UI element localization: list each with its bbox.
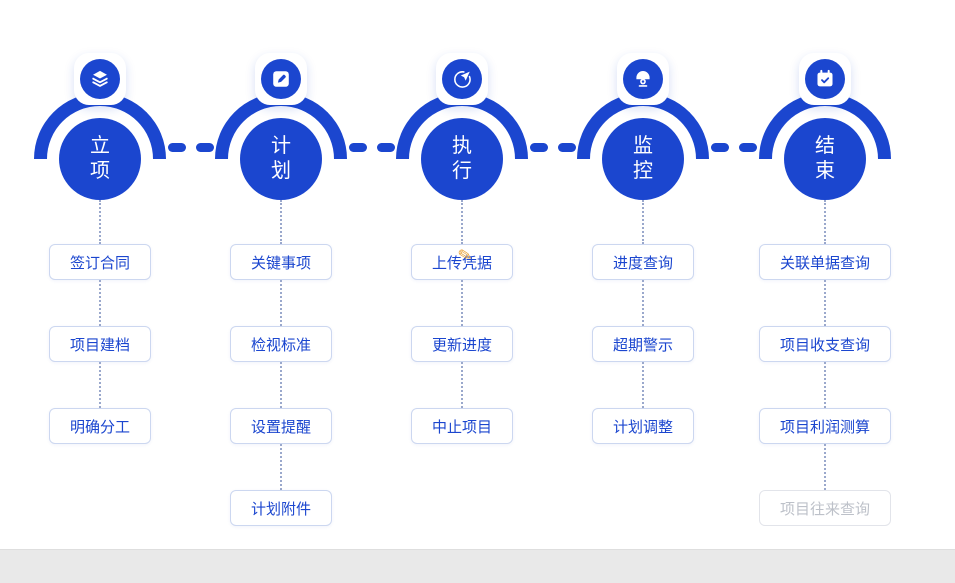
calendar-check-icon bbox=[805, 59, 845, 99]
stage-column-2: 计划关键事项检视标准设置提醒计划附件 bbox=[196, 40, 366, 540]
flow-item-button[interactable]: 项目收支查询 bbox=[758, 326, 891, 362]
flow-item-button[interactable]: 关键事项 bbox=[229, 244, 332, 280]
stage-circle-1[interactable]: 立项 bbox=[59, 118, 141, 200]
dotted-connector bbox=[280, 444, 282, 490]
stage-label: 监控 bbox=[633, 135, 653, 182]
connector-dash bbox=[711, 143, 729, 152]
flow-item-button[interactable]: 检视标准 bbox=[229, 326, 332, 362]
stage-label: 执行 bbox=[452, 135, 472, 182]
flow-item-button[interactable]: 项目往来查询 bbox=[758, 490, 891, 526]
stage-circle-4[interactable]: 监控 bbox=[602, 118, 684, 200]
dotted-connector bbox=[99, 362, 101, 408]
dotted-connector bbox=[99, 280, 101, 326]
stage-icon-tile bbox=[436, 53, 488, 105]
stage-icon-tile bbox=[617, 53, 669, 105]
stage-column-3: 执行上传凭据更新进度中止项目 bbox=[377, 40, 547, 540]
stage-item-list: 进度查询超期警示计划调整 bbox=[558, 200, 728, 444]
flow-item-button[interactable]: 设置提醒 bbox=[229, 408, 332, 444]
stage-circle-2[interactable]: 计划 bbox=[240, 118, 322, 200]
flow-item-button[interactable]: 进度查询 bbox=[591, 244, 694, 280]
flow-item-button[interactable]: 更新进度 bbox=[410, 326, 513, 362]
dotted-connector bbox=[642, 200, 644, 244]
stage-connector bbox=[529, 143, 576, 152]
flow-item-button[interactable]: 签订合同 bbox=[48, 244, 151, 280]
connector-dash bbox=[739, 143, 757, 152]
connector-dash bbox=[167, 143, 186, 152]
dotted-connector bbox=[642, 362, 644, 408]
dotted-connector bbox=[824, 362, 826, 408]
stage-icon-tile bbox=[255, 53, 307, 105]
connector-dash bbox=[348, 143, 367, 152]
connector-dash bbox=[376, 143, 395, 152]
connector-dash bbox=[195, 143, 214, 152]
stage-item-list: 上传凭据更新进度中止项目 bbox=[377, 200, 547, 444]
flow-item-button[interactable]: 计划附件 bbox=[229, 490, 332, 526]
dotted-connector bbox=[99, 200, 101, 244]
stage-column-4: 监控进度查询超期警示计划调整 bbox=[558, 40, 728, 540]
dotted-connector bbox=[461, 200, 463, 244]
launch-icon bbox=[442, 59, 482, 99]
stage-label: 计划 bbox=[271, 135, 291, 182]
stage-icon-tile bbox=[74, 53, 126, 105]
dotted-connector bbox=[642, 280, 644, 326]
stage-circle-3[interactable]: 执行 bbox=[421, 118, 503, 200]
stage-label: 结束 bbox=[815, 135, 835, 182]
layers-icon bbox=[80, 59, 120, 99]
dotted-connector bbox=[461, 280, 463, 326]
dotted-connector bbox=[824, 444, 826, 490]
stage-label: 立项 bbox=[90, 135, 110, 182]
flow-item-button[interactable]: 项目建档 bbox=[48, 326, 151, 362]
flow-item-button[interactable]: 上传凭据 bbox=[410, 244, 513, 280]
flow-item-button[interactable]: 项目利润测算 bbox=[758, 408, 891, 444]
dotted-connector bbox=[824, 200, 826, 244]
flow-item-button[interactable]: 超期警示 bbox=[591, 326, 694, 362]
stage-icon-tile bbox=[799, 53, 851, 105]
stage-connector bbox=[711, 143, 757, 152]
compose-icon bbox=[261, 59, 301, 99]
flow-item-button[interactable]: 中止项目 bbox=[410, 408, 513, 444]
dotted-connector bbox=[280, 362, 282, 408]
stage-item-list: 签订合同项目建档明确分工 bbox=[15, 200, 185, 444]
flow-item-button[interactable]: 计划调整 bbox=[591, 408, 694, 444]
flow-item-button[interactable]: 关联单据查询 bbox=[758, 244, 891, 280]
connector-dash bbox=[557, 143, 576, 152]
dotted-connector bbox=[461, 362, 463, 408]
footer-bar bbox=[0, 549, 955, 583]
stage-column-1: 立项签订合同项目建档明确分工 bbox=[15, 40, 185, 540]
connector-dash bbox=[529, 143, 548, 152]
stage-column-5: 结束关联单据查询项目收支查询项目利润测算项目往来查询 bbox=[740, 40, 910, 540]
flow-item-button[interactable]: 明确分工 bbox=[48, 408, 151, 444]
stage-item-list: 关键事项检视标准设置提醒计划附件 bbox=[196, 200, 366, 526]
dotted-connector bbox=[824, 280, 826, 326]
stage-connector bbox=[167, 143, 214, 152]
stage-circle-5[interactable]: 结束 bbox=[784, 118, 866, 200]
stage-item-list: 关联单据查询项目收支查询项目利润测算项目往来查询 bbox=[740, 200, 910, 526]
stage-connector bbox=[348, 143, 395, 152]
dotted-connector bbox=[280, 280, 282, 326]
dotted-connector bbox=[280, 200, 282, 244]
camera-icon bbox=[623, 59, 663, 99]
